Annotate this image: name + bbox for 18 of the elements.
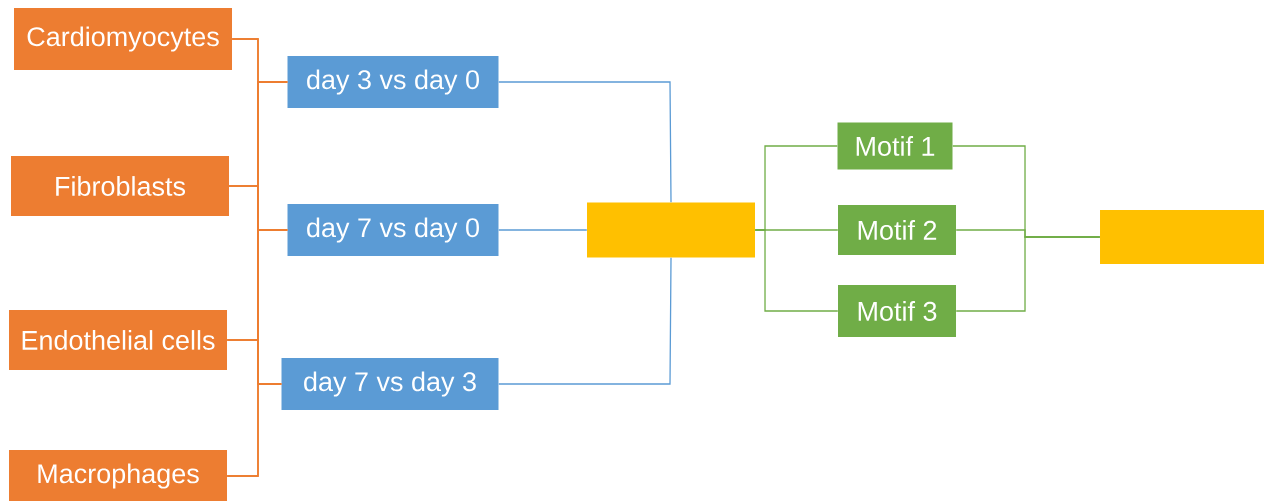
connector-line — [498, 257, 672, 385]
connector-line — [498, 229, 588, 231]
connector-line — [498, 81, 672, 203]
motif-box: Motif 3 — [838, 285, 956, 337]
connector-line — [226, 383, 282, 477]
comparison-box: day 7 vs day 3 — [281, 358, 499, 410]
tool-box — [1100, 210, 1264, 264]
cell-type-box: Cardiomyocytes — [14, 8, 232, 70]
cell-type-box: Macrophages — [9, 450, 227, 501]
cell-type-box: Fibroblasts — [11, 156, 229, 216]
comparison-box: day 7 vs day 0 — [287, 204, 499, 256]
comparison-box: day 3 vs day 0 — [287, 56, 499, 108]
connector-line — [955, 236, 1101, 312]
connector-line — [754, 229, 839, 312]
motif-box: Motif 2 — [838, 205, 956, 255]
tool-box — [587, 202, 755, 258]
cell-type-box: Endothelial cells — [9, 310, 227, 370]
motif-box: Motif 1 — [837, 122, 953, 170]
